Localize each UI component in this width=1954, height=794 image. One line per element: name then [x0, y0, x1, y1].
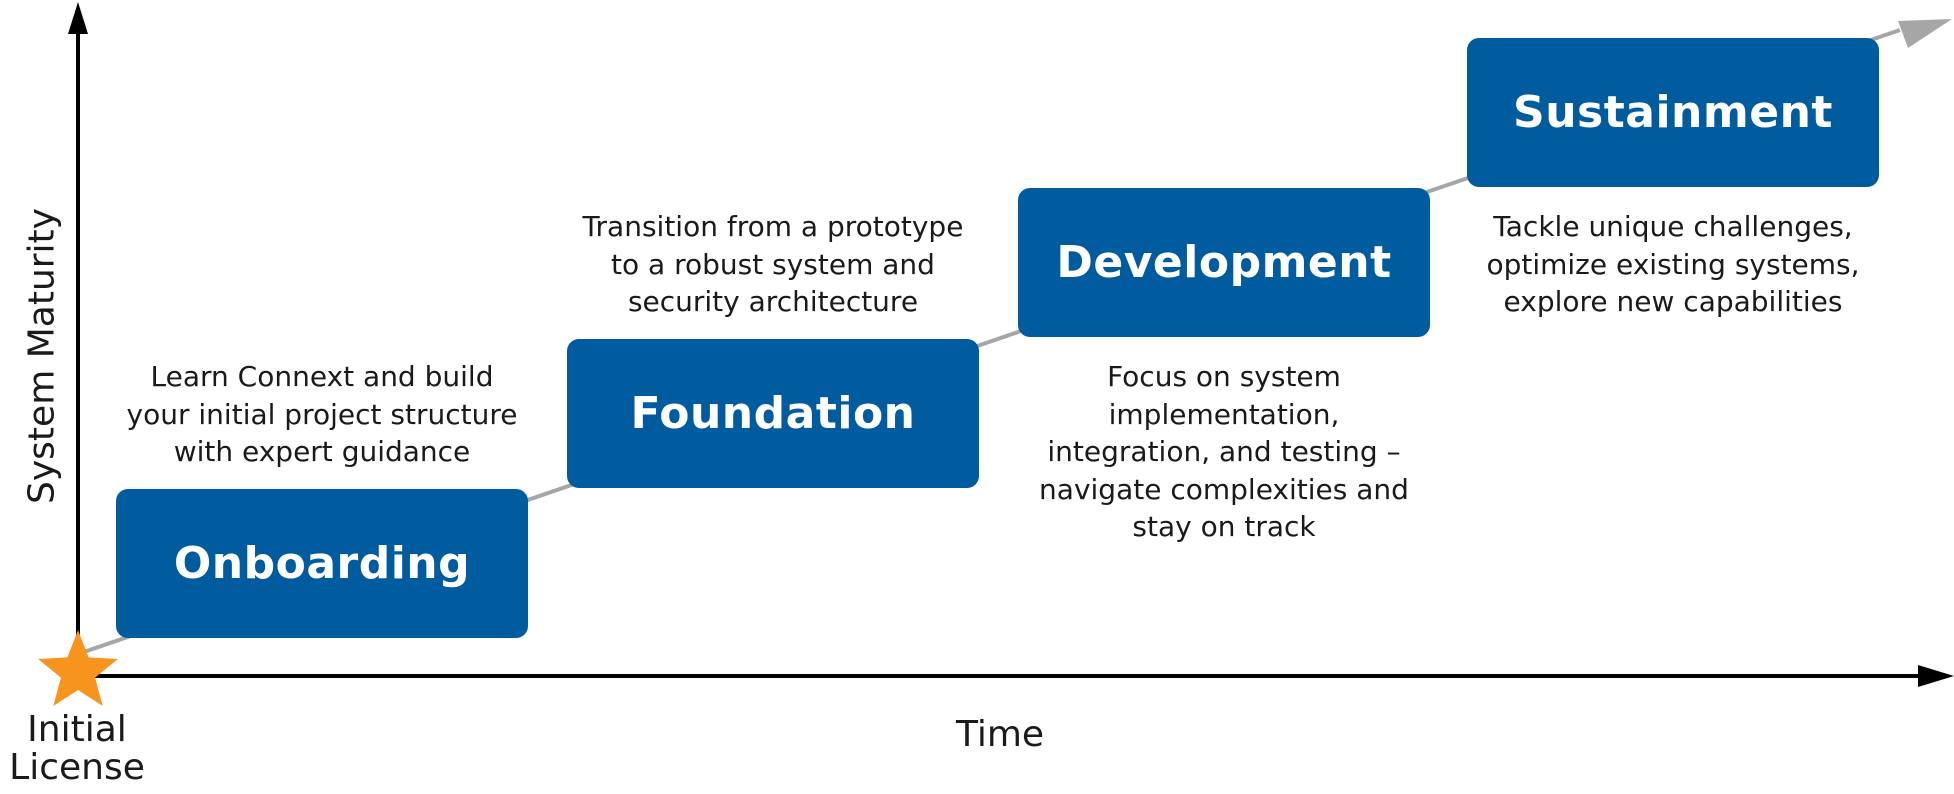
description-line: navigate complexities and [1039, 472, 1409, 506]
stage-onboarding-title: Onboarding [173, 538, 471, 589]
origin-label-line: License [9, 747, 145, 788]
stage-foundation-description: Transition from a prototype to a robust … [553, 208, 993, 321]
description-line: with expert guidance [173, 435, 471, 468]
description-line: optimize existing systems, [1486, 247, 1860, 281]
stage-foundation-box: Foundation [567, 339, 979, 488]
description-line: Tackle unique challenges, [1493, 210, 1853, 243]
description-line: implementation, [1108, 397, 1340, 431]
description-line: to a robust system and [611, 247, 935, 281]
origin-label-line: Initial [27, 709, 127, 750]
y-axis-label: System Maturity [21, 208, 63, 504]
stage-onboarding-box: Onboarding [116, 489, 528, 638]
stage-foundation-title: Foundation [630, 388, 916, 439]
x-axis-label: Time [955, 714, 1045, 755]
stage-sustainment-description: Tackle unique challenges, optimize exist… [1453, 208, 1893, 321]
stage-development-box: Development [1018, 188, 1430, 337]
stage-sustainment-title: Sustainment [1513, 87, 1833, 138]
stage-onboarding-description: Learn Connext and build your initial pro… [102, 358, 542, 471]
description-line: your initial project structure [126, 397, 518, 431]
stage-development-title: Development [1056, 237, 1392, 288]
description-line: integration, and testing – [1047, 435, 1401, 468]
star-icon [38, 630, 118, 706]
description-line: Focus on system [1107, 360, 1341, 393]
y-axis-arrowhead [68, 2, 88, 34]
trend-arrowhead [1898, 19, 1952, 48]
description-line: explore new capabilities [1503, 285, 1843, 318]
origin-label: Initial License [9, 711, 145, 787]
stage-development-description: Focus on system implementation, integrat… [1004, 358, 1444, 546]
description-line: security architecture [627, 285, 919, 318]
description-line: stay on track [1132, 510, 1316, 543]
description-line: Learn Connext and build [150, 360, 494, 393]
x-axis-arrowhead [1918, 665, 1954, 687]
stage-sustainment-box: Sustainment [1467, 38, 1879, 187]
description-line: Transition from a prototype [582, 210, 964, 243]
